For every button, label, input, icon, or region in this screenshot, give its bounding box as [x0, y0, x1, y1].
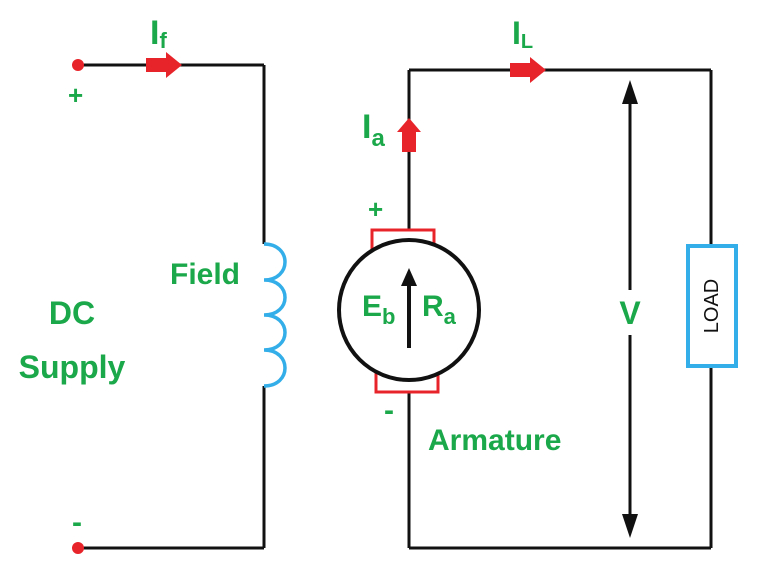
- armature-current-arrow: [397, 118, 421, 152]
- armature-minus-label: -: [384, 394, 394, 427]
- load-label: LOAD: [701, 279, 723, 333]
- supply-positive-terminal: [72, 59, 84, 71]
- armature-label: Armature: [428, 424, 561, 457]
- field-current-label: If: [150, 14, 167, 53]
- voltage-arrow-head-top: [622, 80, 638, 104]
- load-box: [686, 244, 738, 368]
- armature-resistance-main: R: [422, 290, 444, 323]
- armature-current-label: Ia: [362, 108, 385, 152]
- armature-current-sub: a: [371, 125, 385, 152]
- field-current-main: I: [150, 14, 159, 52]
- arrow-up-icon: [402, 132, 416, 152]
- supply-label-line1: DC: [49, 295, 95, 331]
- back-emf-main: E: [362, 290, 382, 323]
- field-label: Field: [170, 258, 240, 291]
- supply-label-line2: Supply: [19, 349, 126, 385]
- supply-negative-terminal: [72, 542, 84, 554]
- armature-resistance-label: Ra: [422, 290, 457, 329]
- field-current-sub: f: [159, 28, 167, 53]
- armature-current-main: I: [362, 108, 371, 146]
- armature-resistance-sub: a: [444, 304, 457, 329]
- load-current-label: IL: [512, 15, 533, 53]
- arrow-right-icon-head: [530, 57, 546, 83]
- field-circuit: [72, 52, 287, 554]
- voltage-arrow-head-bottom: [622, 514, 638, 538]
- armature-circuit: [337, 57, 738, 550]
- arrow-right-icon: [510, 63, 530, 77]
- field-current-arrow: [146, 52, 182, 78]
- voltage-label: V: [619, 295, 641, 331]
- load-current-sub: L: [521, 31, 533, 53]
- arrow-right-icon: [146, 58, 166, 72]
- arrow-up-icon-head: [397, 118, 421, 132]
- armature-plus-label: +: [368, 194, 383, 224]
- load-current-arrow: [510, 57, 546, 83]
- arrow-right-icon-head: [166, 52, 182, 78]
- coil-icon: [263, 242, 287, 388]
- back-emf-sub: b: [382, 304, 395, 329]
- load-current-main: I: [512, 15, 521, 51]
- supply-plus-label: +: [68, 80, 83, 110]
- back-emf-label: Eb: [362, 290, 395, 329]
- supply-minus-label: -: [72, 506, 82, 539]
- emf-arrow-head: [401, 268, 417, 286]
